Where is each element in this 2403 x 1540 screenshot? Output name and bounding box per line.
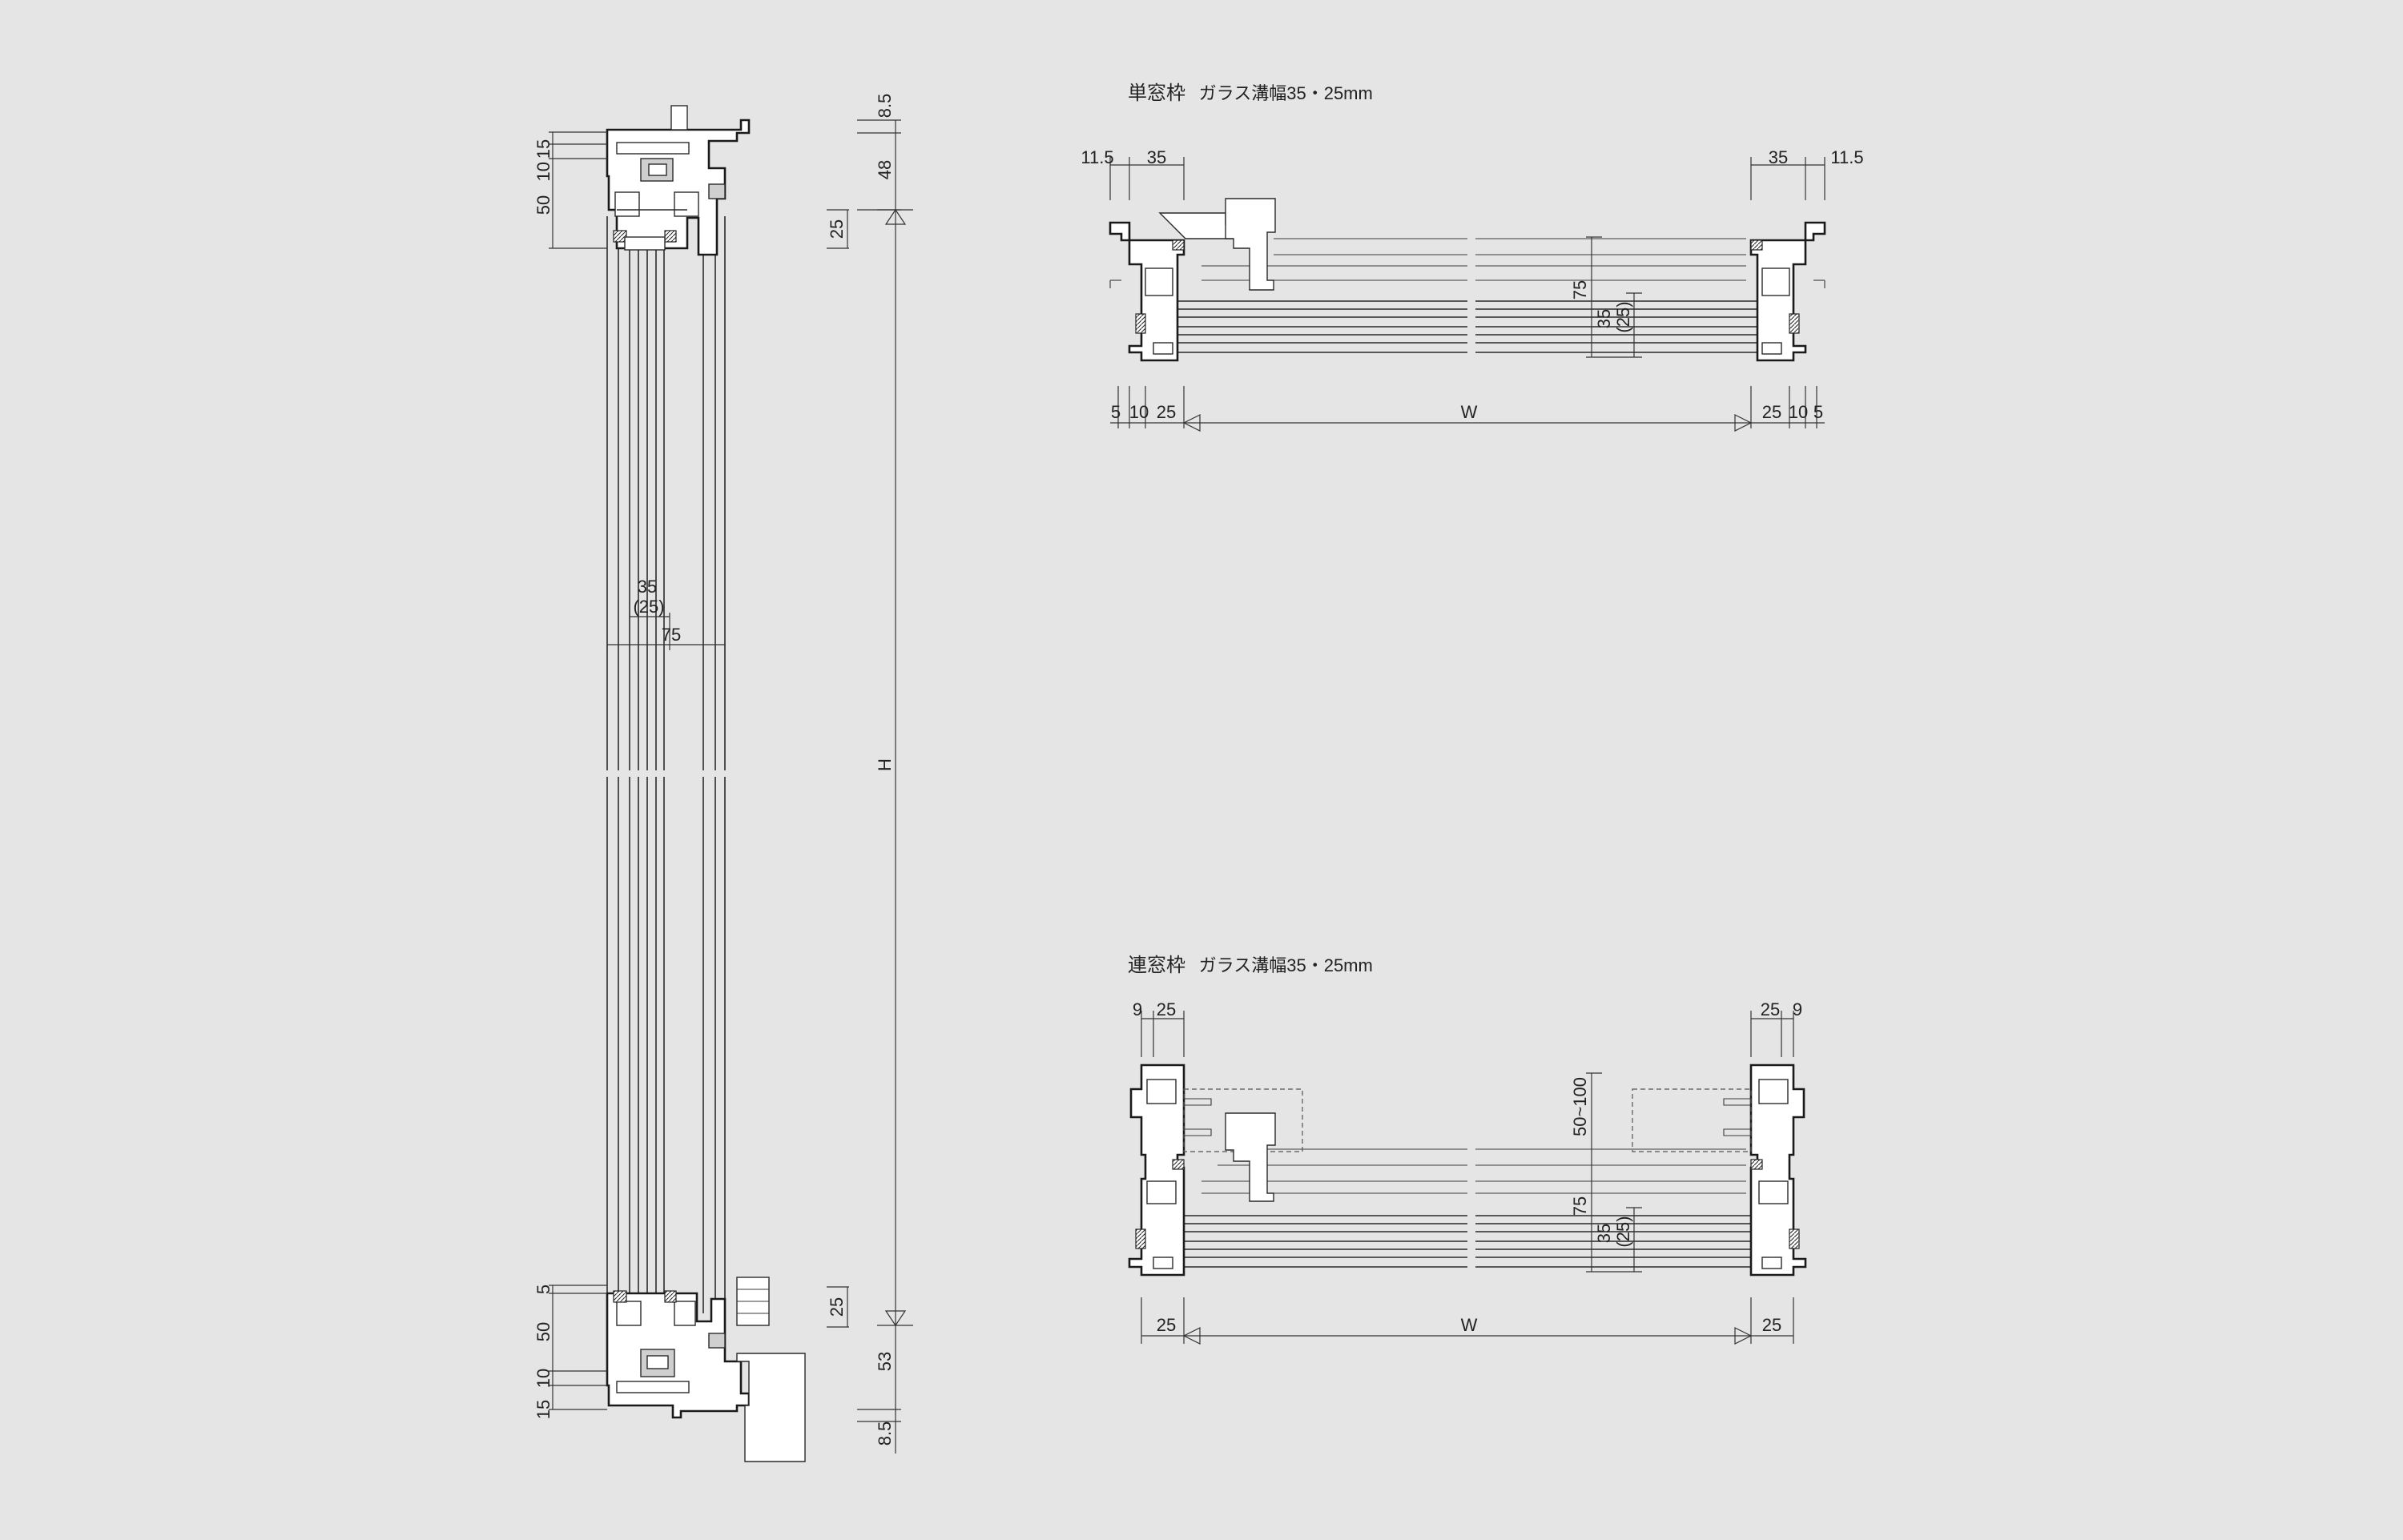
glazing-lines (1177, 1144, 1762, 1275)
dim-label: 9 (1133, 999, 1142, 1019)
glazing-lines (1177, 232, 1762, 360)
dim-label: 10 (1789, 402, 1808, 422)
dim-label: 48 (875, 160, 895, 179)
height-dimension: 25 25 H (827, 208, 913, 1328)
multi-frame-plan: 連窓枠 ガラス溝幅35・25mm 9 25 25 9 (1128, 955, 1807, 1345)
dim-label: 50 (533, 1322, 553, 1341)
depth-dims: 75 35 (25) (1570, 236, 1642, 358)
dim-label: 15 (533, 139, 553, 159)
bottom-dims: 5 10 25 W 25 10 5 (1110, 386, 1825, 432)
dim-label: 11.5 (1830, 147, 1863, 167)
dim-label: 25 (1762, 402, 1781, 422)
glazing-lines (593, 216, 737, 1313)
single-frame-plan: 単窓枠 ガラス溝幅35・25mm 11.5 35 35 11.5 (1081, 82, 1864, 432)
dim-label: 9 (1793, 999, 1802, 1019)
dim-label: 8.5 (875, 1421, 895, 1446)
dim-label: 75 (1570, 280, 1590, 300)
dim-label: 35 (1594, 1224, 1614, 1243)
dim-label: 53 (875, 1352, 895, 1371)
left-mullion (1128, 1064, 1303, 1277)
dim-label: 5 (1111, 402, 1121, 422)
dim-label: 35 (1769, 147, 1788, 167)
section-title: 単窓枠 ガラス溝幅35・25mm (1128, 82, 1373, 104)
width-label: W (1461, 1315, 1478, 1335)
vertical-section: 15 10 50 5 50 10 15 8.5 48 (533, 94, 913, 1462)
right-mullion (1632, 1064, 1807, 1277)
dim-label: 5 (1813, 402, 1823, 422)
dim-label: 35 (1594, 309, 1614, 328)
title-main: 連窓枠 (1128, 955, 1185, 976)
top-dims: 9 25 25 9 (1133, 999, 1802, 1057)
dim-label: 10 (533, 162, 553, 181)
dim-label: 25 (1762, 1315, 1781, 1335)
height-label: H (875, 758, 895, 771)
title-main: 単窓枠 (1128, 82, 1185, 104)
dim-label: 25 (827, 219, 847, 239)
dim-label: 5 (533, 1285, 553, 1294)
dim-label: 35 (1147, 147, 1166, 167)
dim-label: 25 (1157, 1315, 1176, 1335)
dim-label: 25 (1157, 999, 1176, 1019)
dim-label: (25) (633, 597, 664, 617)
dim-label: 10 (533, 1369, 553, 1388)
right-dim-bottom: 53 8.5 (857, 1325, 901, 1454)
dim-label: 75 (662, 625, 681, 645)
top-dims: 11.5 35 35 11.5 (1081, 147, 1864, 200)
dim-label: (25) (1613, 1216, 1633, 1247)
dim-label: 25 (827, 1297, 847, 1317)
left-dim-top: 15 10 50 (533, 131, 607, 249)
dim-label: 25 (1761, 999, 1780, 1019)
right-jamb (1749, 221, 1826, 362)
title-sub: ガラス溝幅35・25mm (1199, 955, 1373, 975)
dim-label: 11.5 (1081, 147, 1113, 167)
section-title: 連窓枠 ガラス溝幅35・25mm (1128, 955, 1373, 976)
dim-label: 35 (638, 577, 657, 597)
head-frame-section (606, 105, 751, 256)
dim-label: 15 (533, 1400, 553, 1419)
width-label: W (1461, 402, 1478, 422)
dim-label: 50 (533, 195, 553, 215)
right-dim-top: 8.5 48 (857, 94, 901, 216)
dim-label: 8.5 (875, 94, 895, 119)
title-sub: ガラス溝幅35・25mm (1199, 83, 1373, 103)
left-jamb (1109, 198, 1276, 362)
dim-label: (25) (1613, 301, 1633, 332)
left-dim-bottom: 5 50 10 15 (533, 1285, 607, 1419)
dim-label: 50~100 (1570, 1077, 1590, 1136)
glass-dimension: 35 (25) 75 (606, 577, 726, 650)
bottom-dims: 25 W 25 (1141, 1297, 1794, 1345)
depth-dims: 50~100 75 35 (25) (1570, 1072, 1642, 1273)
dim-label: 75 (1570, 1196, 1590, 1216)
dim-label: 10 (1129, 402, 1149, 422)
sill-frame-section (606, 1277, 806, 1462)
dim-label: 25 (1157, 402, 1176, 422)
